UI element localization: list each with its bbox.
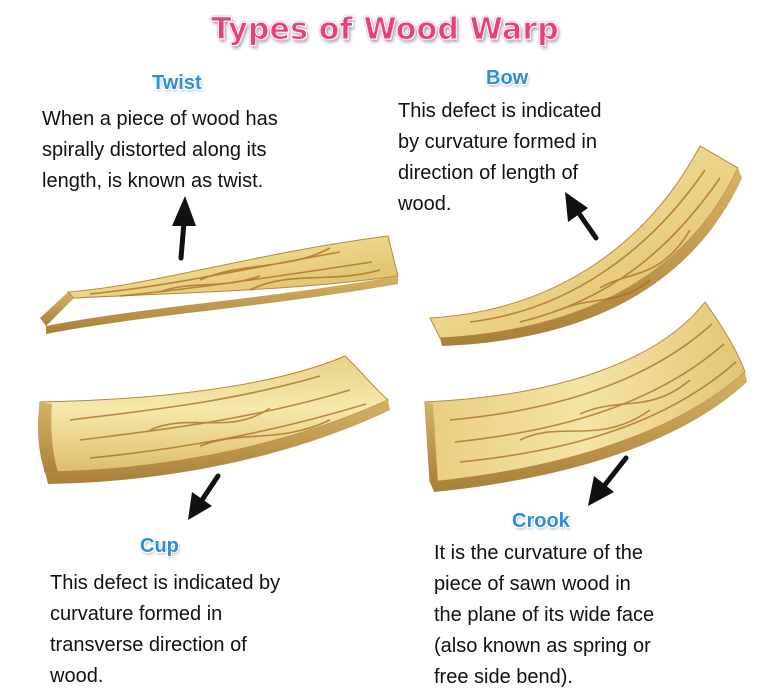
twist-desc-line: length, is known as twist. bbox=[42, 170, 264, 192]
crook-desc-line: free side bend). bbox=[434, 666, 573, 688]
bow-label: Bow bbox=[486, 67, 529, 89]
crook-desc-line: piece of sawn wood in bbox=[434, 573, 631, 595]
crook-board-end bbox=[425, 402, 438, 484]
bow-desc-line: wood. bbox=[398, 193, 452, 215]
page-title: Types of Wood Warp bbox=[211, 12, 560, 48]
cup-desc-line: This defect is indicated by bbox=[50, 572, 281, 594]
crook-desc-line: (also known as spring or bbox=[434, 635, 651, 657]
crook-board bbox=[424, 301, 747, 492]
twist-label: Twist bbox=[152, 72, 202, 94]
twist-grain bbox=[89, 247, 381, 297]
crook-desc-line: It is the curvature of the bbox=[434, 542, 643, 564]
crook-desc-line: the plane of its wide face bbox=[434, 604, 655, 626]
crook-grain bbox=[449, 323, 737, 463]
bow-board-edge bbox=[440, 168, 742, 346]
cup-board bbox=[37, 355, 390, 484]
twist-board-underside bbox=[46, 276, 398, 334]
bow-desc-line: This defect is indicated bbox=[398, 100, 602, 122]
crook-description: It is the curvature of the piece of sawn… bbox=[434, 538, 654, 693]
cup-board-underside bbox=[45, 400, 390, 484]
twist-board-edge bbox=[40, 292, 74, 326]
cup-description: This defect is indicated by curvature fo… bbox=[50, 568, 280, 692]
crook-label: Crook bbox=[512, 510, 570, 532]
cup-desc-line: transverse direction of bbox=[50, 634, 247, 656]
twist-description: When a piece of wood has spirally distor… bbox=[42, 104, 278, 197]
twist-desc-line: When a piece of wood has bbox=[42, 108, 278, 130]
twist-desc-line: spirally distorted along its bbox=[42, 139, 267, 161]
crook-arrow bbox=[588, 455, 629, 506]
bow-arrow bbox=[565, 192, 599, 241]
cup-desc-line: wood. bbox=[50, 665, 104, 687]
bow-board bbox=[429, 145, 742, 346]
bow-desc-line: direction of length of bbox=[398, 162, 579, 184]
bow-grain bbox=[469, 169, 721, 323]
cup-label: Cup bbox=[140, 535, 179, 557]
twist-board bbox=[40, 235, 399, 334]
cup-arrow bbox=[188, 473, 221, 520]
bow-desc-line: by curvature formed in bbox=[398, 131, 597, 153]
bow-description: This defect is indicated by curvature fo… bbox=[398, 96, 601, 220]
crook-board-underside bbox=[430, 372, 747, 492]
cup-grain bbox=[69, 375, 367, 459]
twist-arrow bbox=[172, 196, 196, 261]
cup-desc-line: curvature formed in bbox=[50, 603, 223, 625]
cup-board-end bbox=[37, 402, 60, 478]
